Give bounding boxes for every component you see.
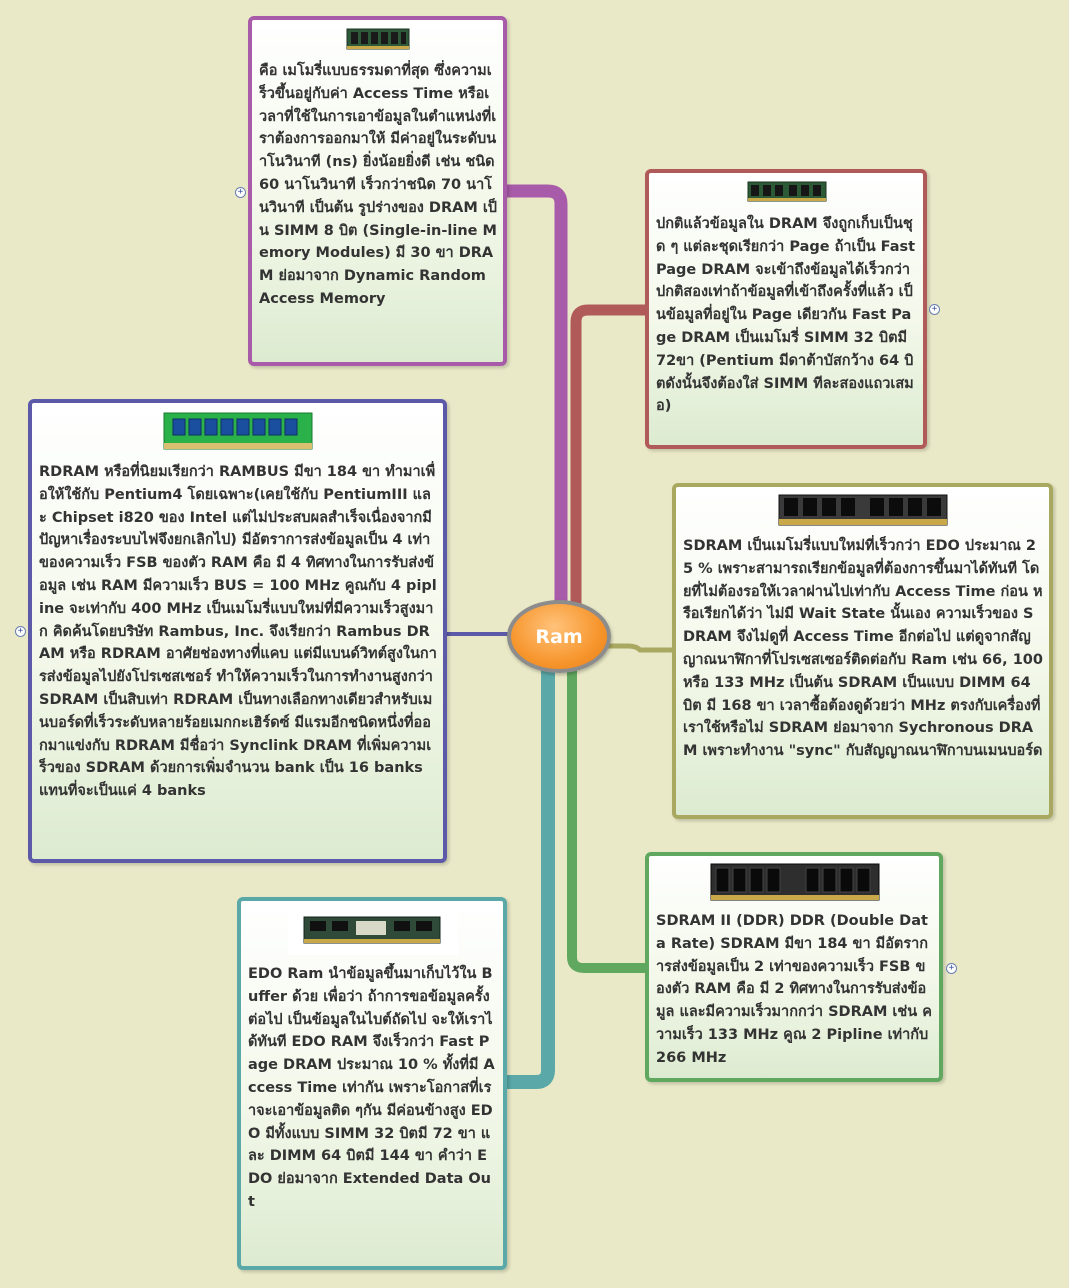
branch-edo	[499, 659, 555, 1089]
expand-icon[interactable]: +	[15, 626, 26, 637]
node-rdram-text: RDRAM หรือที่นิยมเรียกว่า RAMBUS มีขา 18…	[39, 464, 437, 800]
node-ddr[interactable]: SDRAM II (DDR) DDR (Double Data Rate) SD…	[645, 852, 943, 1082]
ddr-module-icon	[710, 863, 879, 901]
node-edo-text: EDO Ram นำข้อมูลขึ้นมาเก็บไว้ใน Buffer ด…	[248, 966, 495, 1210]
node-dram[interactable]: คือ เมโมรี่แบบธรรมดาที่สุด ซึ่งความเร็วข…	[248, 16, 507, 366]
node-sdram-text: SDRAM เป็นเมโมรี่แบบใหม่ที่เร็วกว่า EDO …	[683, 538, 1043, 760]
central-topic[interactable]: Ram	[507, 600, 611, 673]
node-fast-page[interactable]: ปกติแล้วข้อมูลใน DRAM จึงถูกเก็บเป็นชุด …	[645, 169, 927, 449]
branch-fast-page	[570, 304, 653, 632]
branch-dram	[500, 184, 568, 635]
node-rdram[interactable]: RDRAM หรือที่นิยมเรียกว่า RAMBUS มีขา 18…	[28, 399, 447, 863]
ram-module-icon	[346, 28, 410, 50]
node-edo[interactable]: EDO Ram นำข้อมูลขึ้นมาเก็บไว้ใน Buffer ด…	[237, 897, 507, 1270]
expand-icon[interactable]: +	[946, 963, 957, 974]
node-dram-text: คือ เมโมรี่แบบธรรมดาที่สุด ซึ่งความเร็วข…	[259, 63, 497, 307]
branch-sdram	[604, 643, 674, 653]
central-topic-label: Ram	[535, 625, 583, 648]
sdram-module-icon	[778, 494, 948, 526]
node-sdram[interactable]: SDRAM เป็นเมโมรี่แบบใหม่ที่เร็วกว่า EDO …	[672, 483, 1053, 819]
branch-ddr	[567, 659, 652, 973]
expand-icon[interactable]: +	[929, 304, 940, 315]
expand-icon[interactable]: +	[235, 187, 246, 198]
ram-module-icon	[747, 181, 826, 202]
rdram-module-icon	[163, 412, 313, 450]
node-ddr-text: SDRAM II (DDR) DDR (Double Data Rate) SD…	[656, 913, 932, 1066]
node-fast-page-text: ปกติแล้วข้อมูลใน DRAM จึงถูกเก็บเป็นชุด …	[656, 216, 916, 415]
edo-module-icon	[287, 907, 458, 955]
